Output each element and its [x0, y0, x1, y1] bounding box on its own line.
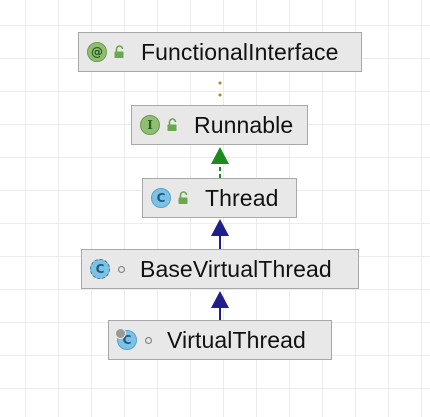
node-basevirtualthread[interactable]: C BaseVirtualThread	[81, 249, 359, 289]
public-lock-icon	[114, 45, 124, 58]
package-private-icon	[117, 265, 126, 273]
node-label: FunctionalInterface	[141, 38, 339, 65]
package-private-icon	[144, 336, 153, 344]
final-marker-icon	[115, 328, 126, 339]
node-virtualthread[interactable]: C VirtualThread	[108, 320, 332, 360]
node-label: Thread	[205, 184, 279, 211]
edge-virtualthread-basevirtualthread	[211, 291, 229, 320]
node-functionalinterface[interactable]: @ FunctionalInterface	[78, 32, 362, 72]
abstract-class-icon: C	[90, 259, 110, 279]
badge-letter: C	[122, 333, 132, 347]
node-label: Runnable	[194, 111, 294, 138]
node-label: BaseVirtualThread	[140, 255, 332, 282]
edge-thread-runnable	[211, 147, 229, 178]
interface-icon: I	[140, 115, 160, 135]
edge-basevirtualthread-thread	[211, 219, 229, 249]
final-class-icon: C	[115, 328, 137, 350]
node-label: VirtualThread	[167, 326, 306, 353]
node-thread[interactable]: C Thread	[142, 178, 297, 218]
annotation-icon: @	[87, 42, 107, 62]
public-lock-icon	[167, 118, 177, 131]
edge-runnable-functionalinterface	[218, 81, 222, 97]
public-lock-icon	[178, 191, 188, 204]
node-runnable[interactable]: I Runnable	[131, 105, 308, 145]
class-icon: C	[151, 188, 171, 208]
